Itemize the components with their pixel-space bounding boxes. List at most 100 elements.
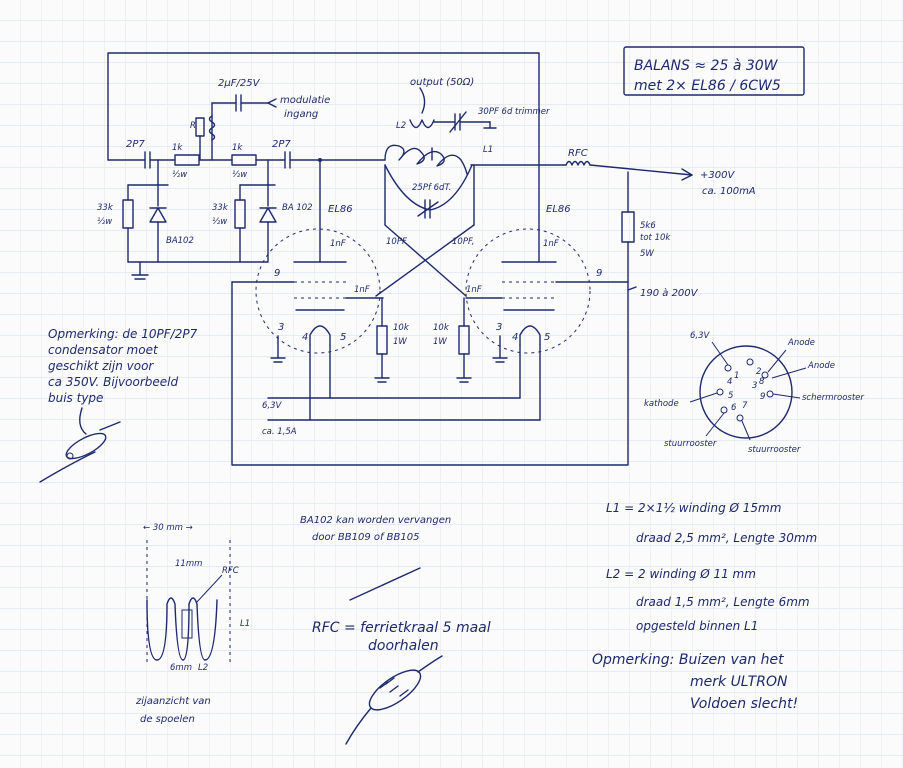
diode-right-label: BA 102	[282, 203, 313, 213]
title-box: BALANS ≈ 25 à 30W met 2× EL86 / 6CW5	[623, 46, 805, 96]
pin-9: 9	[760, 392, 765, 402]
cap-10pf-left-label: 10PF	[386, 237, 407, 247]
mod-label-2: ingang	[284, 109, 318, 120]
l1-spec-line-2: draad 2,5 mm², Lengte 30mm	[636, 531, 817, 545]
coil-caption-2: de spoelen	[140, 714, 195, 725]
supply-label-2: ca. 100mA	[702, 186, 756, 197]
res-5k6-label-3: 5W	[640, 249, 654, 259]
pin-2: 2	[756, 367, 761, 377]
tube-right-label: EL86	[546, 204, 571, 215]
l2-label: L2	[396, 121, 406, 131]
l1-label: L1	[483, 145, 493, 155]
cap-mid-label: 2P7	[272, 139, 291, 150]
tube-note-line-1: Opmerking: Buizen van het	[592, 652, 784, 668]
title-line-2: met 2× EL86 / 6CW5	[634, 78, 781, 94]
res-5k6-label-2: tot 10k	[640, 233, 671, 243]
res-1k-a-label: 1k	[172, 143, 183, 153]
trimmer-label: 30PF 6d trimmer	[478, 107, 550, 117]
nf-screen-left: 1nF	[354, 285, 370, 295]
l2-spec-line-3: opgesteld binnen L1	[636, 619, 758, 633]
diode-left-label: BA102	[166, 236, 194, 246]
res-33k-right-watt: ½w	[212, 217, 227, 227]
pin-4: 4	[727, 377, 732, 387]
nf-left-label: 1nF	[330, 239, 346, 249]
pinout-label-heater: 6,3V	[690, 331, 711, 341]
res-1k-b-label: 1k	[232, 143, 243, 153]
title-line-1: BALANS ≈ 25 à 30W	[634, 58, 779, 74]
ba-note-line-2: door BB109 of BB105	[312, 532, 420, 543]
rfc-label: RFC	[568, 148, 588, 159]
res-1k-a-watt: ½w	[172, 170, 187, 180]
tube-capacitor-sketch	[39, 421, 121, 483]
res-1k-b-watt: ½w	[232, 170, 247, 180]
coil-l1-label: L1	[240, 619, 250, 629]
tube-note-line-3: Voldoen slecht!	[690, 696, 798, 712]
tube-pinout-diagram: 1 2 3 4 5 6 7 8 9 6,3V Anode Anode scher…	[644, 331, 864, 455]
ba-note-line-1: BA102 kan worden vervangen	[300, 515, 451, 526]
coil-dim-mid: 11mm	[175, 559, 202, 569]
supply-label-1: +300V	[700, 170, 735, 181]
coil-specifications: L1 = 2×1½ winding Ø 15mm draad 2,5 mm², …	[606, 501, 817, 633]
pin-3-left: 3	[278, 322, 284, 333]
pin-g-left: 9	[274, 268, 280, 279]
rfc-note-line-2: doorhalen	[368, 638, 439, 654]
svg-text:R: R	[190, 121, 196, 131]
cap-10pf-right-label: 10PF,	[452, 237, 474, 247]
pin-4-left: 4	[302, 332, 308, 343]
cap-note-line-4: ca 350V. Bijvoorbeeld	[48, 375, 178, 389]
nf-screen-right: 1nF	[466, 285, 482, 295]
res-33k-right-label: 33k	[212, 203, 229, 213]
res-10k-left-label: 10k	[393, 323, 410, 333]
pin-3: 3	[752, 381, 757, 391]
coil-side-view: ← 30 mm → 11mm RFC L1 6mm L2 zijaanzicht…	[135, 523, 250, 725]
res-10k-right-label: 10k	[433, 323, 450, 333]
rfc-note-line-1: RFC = ferrietkraal 5 maal	[312, 620, 491, 636]
coil-dim-bot: 6mm	[170, 663, 192, 673]
mod-cap-label: 2μF/25V	[218, 78, 261, 89]
pinout-label-grid-2: stuurrooster	[748, 445, 801, 455]
tube-note-line-2: merk ULTRON	[690, 674, 788, 690]
cap-note-line-2: condensator moet	[48, 343, 159, 357]
pinout-label-screen: schermrooster	[802, 393, 864, 403]
pin-5-right: 5	[544, 332, 550, 343]
res-33k-left-label: 33k	[97, 203, 114, 213]
pin-3-right: 3	[496, 322, 502, 333]
pin-1: 1	[734, 371, 739, 381]
ba102-note: BA102 kan worden vervangen door BB109 of…	[300, 515, 451, 601]
pin-4-right: 4	[512, 332, 518, 343]
pin-8: 8	[759, 377, 765, 387]
coil-rfc-label: RFC	[222, 566, 239, 576]
pin-g-right: 9	[596, 268, 602, 279]
pinout-label-anode-1: Anode	[787, 338, 815, 348]
heater-label-2: ca. 1,5A	[262, 427, 297, 437]
mod-label-1: modulatie	[280, 95, 330, 106]
res-33k-left-watt: ½w	[97, 217, 112, 227]
main-schematic: 2P7 1k ½w 1k ½w 2P7 R 2μF/25V modulatie …	[97, 52, 756, 466]
coil-l2-label: L2	[198, 663, 208, 673]
capacitor-note: Opmerking: de 10PF/2P7 condensator moet …	[39, 327, 198, 483]
pin-6: 6	[731, 403, 737, 413]
nf-right-label: 1nF	[543, 239, 559, 249]
pinout-label-anode-2: Anode	[807, 361, 835, 371]
tube-left-label: EL86	[328, 204, 353, 215]
screen-voltage-label: 190 à 200V	[640, 287, 699, 299]
cap-note-line-3: geschikt zijn voor	[48, 359, 154, 373]
l1-spec-line-1: L1 = 2×1½ winding Ø 15mm	[606, 501, 781, 515]
output-label: output (50Ω)	[410, 77, 474, 88]
heater-label-1: 6,3V	[262, 401, 283, 411]
l2-spec-line-1: L2 = 2 winding Ø 11 mm	[606, 567, 756, 581]
cap-25pf-label: 25Pf 6dT.	[412, 183, 451, 193]
cap-left-label: 2P7	[126, 139, 145, 150]
tube-warning-note: Opmerking: Buizen van het merk ULTRON Vo…	[592, 652, 798, 712]
l2-spec-line-2: draad 1,5 mm², Lengte 6mm	[636, 595, 810, 609]
pin-5: 5	[728, 391, 733, 401]
rfc-note: RFC = ferrietkraal 5 maal doorhalen	[312, 620, 491, 745]
pin-5-left: 5	[340, 332, 346, 343]
pinout-label-cathode: kathode	[644, 399, 679, 409]
coil-dim-top: ← 30 mm →	[143, 523, 193, 533]
ferrite-bead-sketch	[345, 655, 443, 745]
cap-note-line-1: Opmerking: de 10PF/2P7	[48, 327, 198, 341]
pin-7: 7	[742, 401, 748, 411]
